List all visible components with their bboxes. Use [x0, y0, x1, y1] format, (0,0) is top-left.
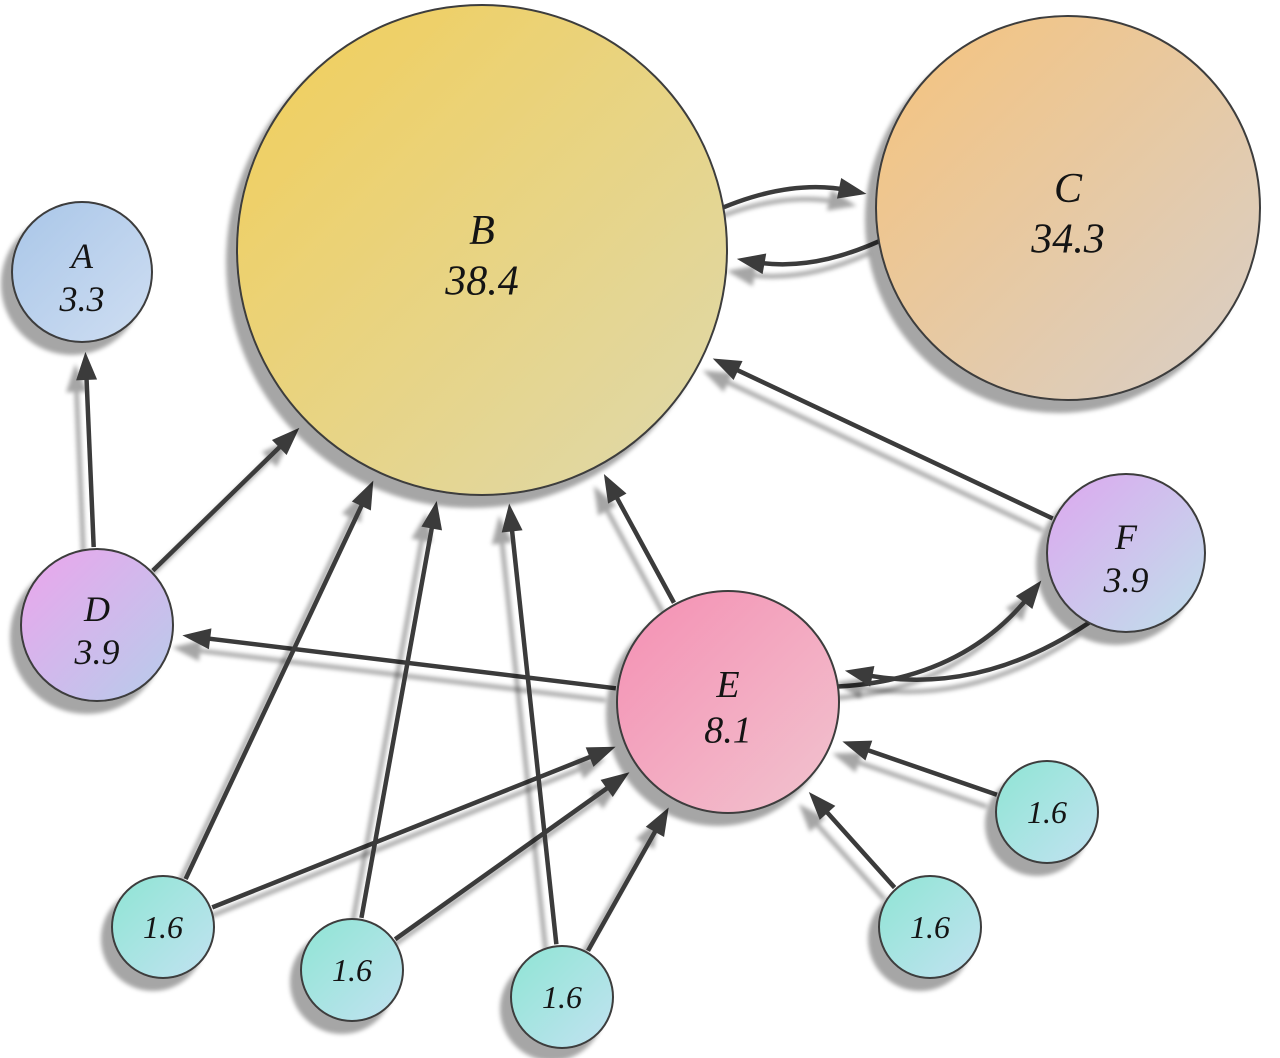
node-circle — [111, 875, 215, 979]
arrowhead-icon — [182, 628, 212, 650]
node-circle — [875, 15, 1261, 401]
node-circle — [11, 201, 153, 343]
arrowhead-icon — [645, 807, 669, 838]
arrowhead-icon — [603, 473, 627, 504]
edges — [76, 177, 1091, 952]
node-label: C — [1054, 166, 1083, 212]
edge-D-A-arrow — [76, 351, 98, 548]
arrowhead-icon — [736, 253, 767, 275]
node-value: 1.6 — [1027, 794, 1067, 830]
arrowhead-icon — [842, 740, 873, 761]
node-value: 1.6 — [143, 909, 183, 945]
arrowhead-icon — [421, 500, 443, 531]
node-value: 3.9 — [1103, 560, 1149, 600]
arrowhead-icon — [271, 427, 300, 455]
arrowhead-icon — [712, 358, 743, 380]
node-circle — [236, 4, 728, 496]
edge-G2-E-arrow — [393, 772, 630, 942]
node-G1: 1.6 — [111, 875, 215, 979]
node-value: 3.3 — [59, 279, 105, 319]
arrowhead-icon — [844, 666, 875, 687]
node-G2: 1.6 — [300, 918, 404, 1022]
node-C: C 34.3 — [875, 15, 1261, 401]
edge-G2-B-arrow — [359, 500, 443, 919]
node-circle — [878, 875, 982, 979]
node-circle — [20, 548, 174, 702]
arrowhead-icon — [600, 772, 630, 798]
node-value: 8.1 — [704, 710, 752, 752]
node-G4: 1.6 — [878, 875, 982, 979]
edge-G3-B-arrow — [501, 503, 559, 945]
node-value: 1.6 — [332, 952, 372, 988]
edge-G4-E-arrow — [808, 792, 897, 890]
node-circle — [616, 590, 840, 814]
edge-G5-E-arrow — [842, 740, 998, 797]
node-D: D3.9 — [20, 548, 174, 702]
edge-G1-B-arrow — [183, 480, 374, 881]
arrowhead-icon — [808, 792, 836, 820]
node-circle — [1046, 473, 1206, 633]
node-label: E — [715, 664, 739, 706]
arrowhead-icon — [351, 480, 374, 511]
edge-F-B-arrow — [712, 358, 1054, 521]
nodes: A3.3B38.4C34.3D3.9E8.1F3.91.61.61.61.61.… — [11, 4, 1261, 1049]
edge-B-C-arrow — [722, 177, 867, 210]
node-value: 1.6 — [542, 979, 582, 1015]
node-B: B 38.4 — [236, 4, 728, 496]
edge-E-D-arrow — [182, 628, 617, 691]
edge-G3-E-arrow — [586, 807, 669, 952]
arrowhead-icon — [501, 503, 523, 533]
node-G3: 1.6 — [510, 945, 614, 1049]
edge-F-E-arrow — [844, 620, 1091, 687]
node-value: 38.4 — [444, 259, 519, 305]
arrowhead-icon — [1015, 580, 1042, 610]
node-value: 3.9 — [74, 632, 120, 672]
edge-G1-E-arrow — [211, 746, 616, 910]
node-circle — [300, 918, 404, 1022]
node-G5: 1.6 — [995, 760, 1099, 864]
node-A: A3.3 — [11, 201, 153, 343]
node-value: 34.3 — [1030, 217, 1105, 263]
node-label: D — [83, 589, 110, 629]
arrowhead-icon — [836, 177, 867, 199]
node-label: B — [469, 208, 495, 254]
node-F: F3.9 — [1046, 473, 1206, 633]
node-circle — [995, 760, 1099, 864]
arrowhead-icon — [585, 746, 616, 767]
node-E: E8.1 — [616, 590, 840, 814]
node-label: F — [1114, 517, 1138, 557]
node-value: 1.6 — [910, 909, 950, 945]
edge-E-B-arrow — [603, 473, 676, 604]
edge-C-B-arrow — [736, 239, 880, 275]
node-circle — [510, 945, 614, 1049]
arrowhead-icon — [76, 351, 98, 381]
node-label: A — [69, 236, 94, 276]
edge-D-B-arrow — [151, 427, 300, 573]
